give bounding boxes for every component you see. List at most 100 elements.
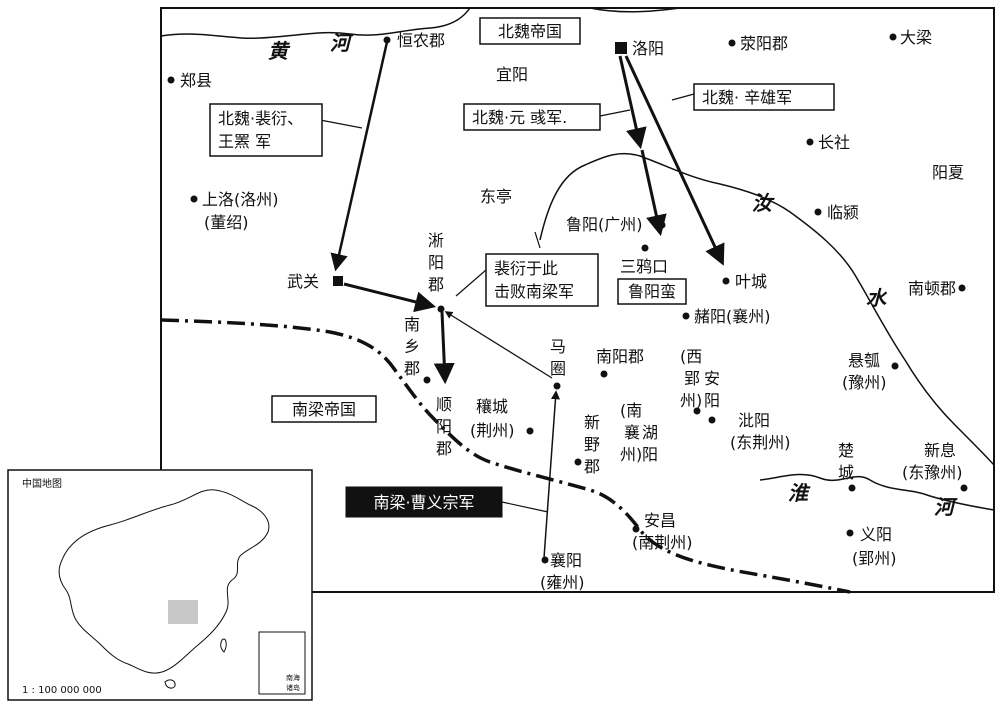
peiyan-arrow (330, 41, 389, 272)
place-xinye-1: 新 (584, 413, 600, 432)
ru-river-contour (539, 152, 995, 466)
place-anyang-2: 阳 (704, 391, 720, 410)
place-anchang-1: 安昌 (644, 511, 676, 530)
place-hengnong: 恒农郡 (397, 31, 445, 50)
south-empire-label: 南梁帝国 (271, 395, 377, 423)
place-nanxiang-3: 郡 (404, 359, 420, 378)
place-huyang-1: 湖 (642, 423, 658, 442)
svg-text:王罴 军: 王罴 军 (218, 132, 271, 151)
svg-text:北魏·元 彧军.: 北魏·元 彧军. (472, 108, 567, 127)
place-luoyang: 洛阳 (632, 39, 664, 58)
svg-text:南梁·曹义宗军: 南梁·曹义宗军 (373, 493, 474, 512)
inset-map: 中国地图 南海 诸岛 1 : 100 000 000 (7, 469, 313, 701)
svg-text:北魏· 辛雄军: 北魏· 辛雄军 (702, 88, 792, 107)
yuanyu-arrow (618, 55, 647, 150)
xiyang-shunyang-arrow (433, 311, 455, 385)
svg-text:南梁帝国: 南梁帝国 (292, 400, 356, 419)
maquan-xiyang-arrow (444, 311, 553, 379)
place-shangluo: 上洛(洛州) (202, 190, 279, 209)
inset-scale: 1 : 100 000 000 (22, 685, 102, 696)
place-yecheng: 叶城 (735, 272, 767, 291)
place-maquan-1: 马 (550, 337, 566, 356)
place-yiyang2-2: (郢州) (852, 549, 897, 568)
place-nanxiang-2: 乡 (404, 337, 420, 356)
hainan-island (164, 679, 176, 689)
svg-text:击败南梁军: 击败南梁军 (494, 282, 574, 301)
place-luyang: 鲁阳(广州) (566, 215, 643, 234)
place-chucheng-1: 楚 (838, 441, 854, 460)
place-xiying-3: 州) (680, 391, 702, 410)
place-jicheng-2: (荆州) (470, 421, 515, 440)
svg-text:北魏帝国: 北魏帝国 (498, 22, 562, 41)
place-xinye-2: 野 (584, 435, 600, 454)
place-shunyang-3: 郡 (436, 439, 452, 458)
place-dongting: 东亭 (480, 187, 512, 206)
place-chucheng-2: 城 (838, 463, 854, 482)
place-dongshao: (董绍) (204, 213, 249, 232)
svg-text:南海: 南海 (286, 673, 300, 682)
place-markers (167, 33, 968, 564)
inset-title: 中国地图 (22, 477, 62, 490)
xinxiong-arrow (624, 55, 725, 266)
wuguan-xiyang-arrow (343, 282, 437, 313)
place-jicheng-1: 穰城 (476, 397, 508, 416)
place-daliang: 大梁 (900, 28, 932, 47)
place-shunyang-2: 阳 (436, 417, 452, 436)
yellow-river-bank-right (589, 7, 681, 13)
huai-river-contour (759, 473, 995, 511)
yellow-river-bank (160, 7, 471, 40)
place-xiyang-3: 郡 (428, 275, 444, 294)
caoyizong-callout: 南梁·曹义宗军 (345, 486, 549, 518)
place-biyang-1: 沘阳 (738, 411, 770, 430)
place-linying: 临颍 (827, 203, 859, 222)
taiwan-island (220, 638, 227, 653)
ru-river-label-2: 水 (866, 286, 888, 310)
peiyan-callout: 北魏·裴衍、 王罴 军 (209, 103, 363, 157)
place-xiying-2: 郢 (684, 369, 700, 388)
place-nanxiang-1: 南 (404, 315, 420, 334)
svg-text:鲁阳蛮: 鲁阳蛮 (628, 282, 676, 301)
yuanyu-arrow-2 (640, 149, 667, 237)
place-xiyang-1: 淅 (428, 231, 444, 250)
place-xiying-1: (西 (680, 347, 702, 366)
defeat-callout: 裴衍于此 击败南梁军 (455, 231, 599, 307)
china-outline (58, 489, 270, 674)
place-nanxiangzhou-3: 州) (620, 445, 642, 464)
place-xinye-3: 郡 (584, 457, 600, 476)
place-sanyakou: 三鸦口 (620, 257, 668, 276)
place-biyang-2: (东荆州) (730, 433, 791, 452)
place-xiyang-2: 阳 (428, 253, 444, 272)
place-xingyang: 荥阳郡 (740, 34, 788, 53)
place-changshe: 长社 (818, 133, 850, 152)
place-anyang-1: 安 (704, 369, 720, 388)
huai-river-label-1: 淮 (788, 481, 811, 505)
place-shunyang-1: 顺 (436, 395, 452, 414)
place-xinxi-2: (东豫州) (902, 463, 963, 482)
place-xinxi-1: 新息 (924, 441, 956, 460)
place-nanxiangzhou-2: 襄 (624, 423, 640, 442)
huang-river-label-1: 黄 (268, 39, 291, 63)
empire-border (160, 318, 851, 594)
north-empire-label: 北魏帝国 (479, 17, 581, 45)
place-yiyang2-1: 义阳 (860, 525, 892, 544)
svg-text:诸岛: 诸岛 (286, 683, 300, 692)
yuanyu-callout: 北魏·元 彧军. (463, 103, 631, 131)
place-yiyang: 宜阳 (496, 65, 528, 84)
place-xiangyang-2: (雍州) (540, 573, 585, 592)
ru-river-label-1: 汝 (752, 191, 775, 215)
place-zhengxian: 郑县 (180, 71, 212, 90)
place-maquan-2: 圈 (550, 359, 566, 378)
place-wuguan: 武关 (287, 272, 319, 291)
place-xiangyang-1: 襄阳 (550, 551, 582, 570)
caoyizong-arrow (543, 390, 560, 559)
place-yangxia: 阳夏 (932, 163, 964, 182)
svg-text:裴衍于此: 裴衍于此 (494, 259, 558, 278)
xinxiong-callout: 北魏· 辛雄军 (671, 83, 835, 111)
place-nanyangjun: 南阳郡 (596, 347, 644, 366)
place-nandun: 南顿郡 (908, 279, 956, 298)
luyangman-box: 鲁阳蛮 (617, 278, 687, 305)
place-xuanhu-2: (豫州) (842, 373, 887, 392)
place-xuanhu-1: 悬瓠 (848, 351, 880, 370)
svg-text:北魏·裴衍、: 北魏·裴衍、 (218, 109, 303, 128)
